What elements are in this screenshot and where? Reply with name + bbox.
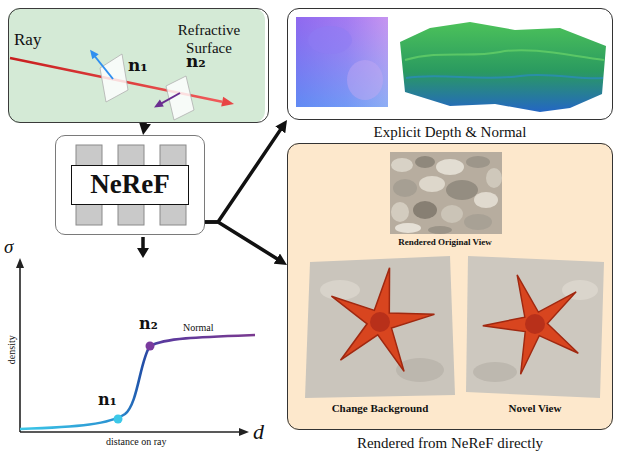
results-panel: Rendered from NeReF directly (287, 143, 613, 430)
geometry-panel: Explicit Depth & Normal (287, 8, 613, 120)
starfish-image (305, 256, 455, 398)
density-plot (16, 258, 255, 436)
panel-title: Refractive Surface (155, 21, 263, 57)
flow-arrow (143, 123, 147, 127)
normal-arrows (90, 50, 180, 108)
normal-symbol: n₂ (186, 52, 206, 72)
image-caption: Change Background (300, 402, 460, 415)
starfish-image (466, 256, 604, 398)
panel-caption: Rendered from NeReF directly (288, 435, 612, 452)
image-caption: Rendered Original View (365, 237, 525, 247)
curve-note: Normal (183, 322, 214, 334)
axis-title: density (6, 328, 18, 372)
results-panel-ground (287, 143, 613, 430)
output-arrow (137, 237, 149, 258)
network-name: NeReF (71, 165, 189, 205)
axis-symbol: σ (4, 236, 13, 258)
flow-arrow (205, 127, 283, 222)
surface-mesh (400, 22, 606, 112)
axis-title: distance on ray (106, 436, 167, 448)
flow-arrow (205, 222, 280, 261)
pebble-image (390, 152, 502, 234)
normal-map (296, 17, 388, 107)
input-panel-ground (8, 8, 265, 123)
panel-caption: Explicit Depth & Normal (288, 124, 612, 141)
ray-label: Ray (14, 30, 41, 50)
normal-symbol: n₁ (128, 56, 148, 76)
image-caption: Novel View (462, 402, 608, 415)
axis-symbol: d (253, 419, 264, 444)
surface-planes (100, 54, 194, 120)
network-box: NeReF (55, 135, 205, 235)
normal-symbol: n₂ (139, 315, 158, 333)
normal-symbol: n₁ (98, 391, 117, 409)
